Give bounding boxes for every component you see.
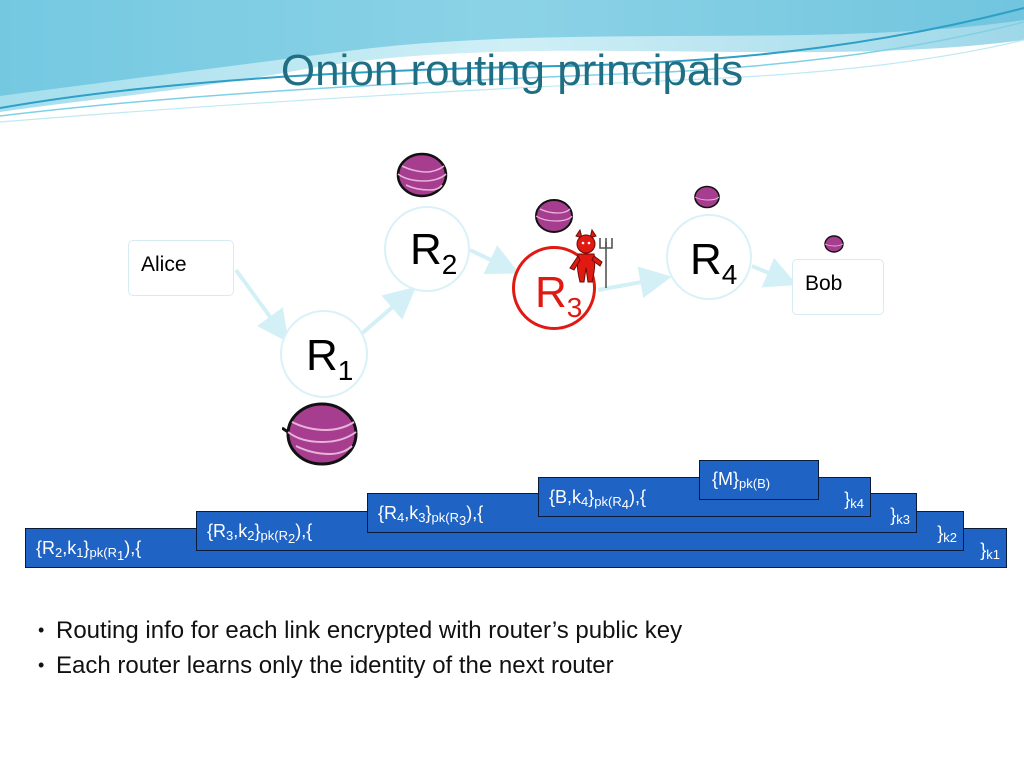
onion-core-label: {M}pk(B) xyxy=(712,469,771,491)
onion-layer-1-close: }k1 xyxy=(980,540,1000,562)
bullet-list: •Routing info for each link encrypted wi… xyxy=(38,614,682,684)
onion-layer-2-header: {R3,k2}pk(R2),{ xyxy=(207,521,313,546)
alice-node: Alice xyxy=(128,240,234,296)
router-r1-label: R1 xyxy=(306,331,354,386)
bullet-item: •Routing info for each link encrypted wi… xyxy=(38,617,683,644)
router-r1: R1 xyxy=(280,310,368,398)
router-r4-label: R4 xyxy=(690,235,738,290)
alice-label: Alice xyxy=(141,253,187,276)
onion-icon xyxy=(824,235,844,253)
router-r3-compromised: R3 xyxy=(512,246,596,330)
bullet-item: •Each router learns only the identity of… xyxy=(38,652,614,679)
bob-label: Bob xyxy=(805,272,843,295)
devil-icon xyxy=(569,228,613,288)
bob-node: Bob xyxy=(792,259,884,315)
onion-layer-2-close: }k2 xyxy=(937,523,957,545)
router-r2-label: R2 xyxy=(410,225,458,280)
router-r2: R2 xyxy=(384,206,470,292)
router-r3-label: R3 xyxy=(535,268,583,323)
onion-layer-3-close: }k3 xyxy=(890,505,910,527)
onion-layer-core-message: {M}pk(B) xyxy=(699,460,819,500)
onion-layer-3-header: {R4,k3}pk(R3),{ xyxy=(378,503,484,528)
router-r4: R4 xyxy=(666,214,752,300)
slide-title: Onion routing principals xyxy=(280,46,744,95)
onion-layer-1-header: {R2,k1}pk(R1),{ xyxy=(36,538,142,563)
onion-layer-4-header: {B,k4}pk(R4),{ xyxy=(549,487,646,512)
header-waves xyxy=(0,0,1024,123)
onion-icon xyxy=(694,185,720,209)
onion-layer-4-close: }k4 xyxy=(844,489,864,511)
onion-icon xyxy=(535,199,573,233)
onion-icon xyxy=(396,152,448,198)
onion-icon xyxy=(282,402,358,466)
